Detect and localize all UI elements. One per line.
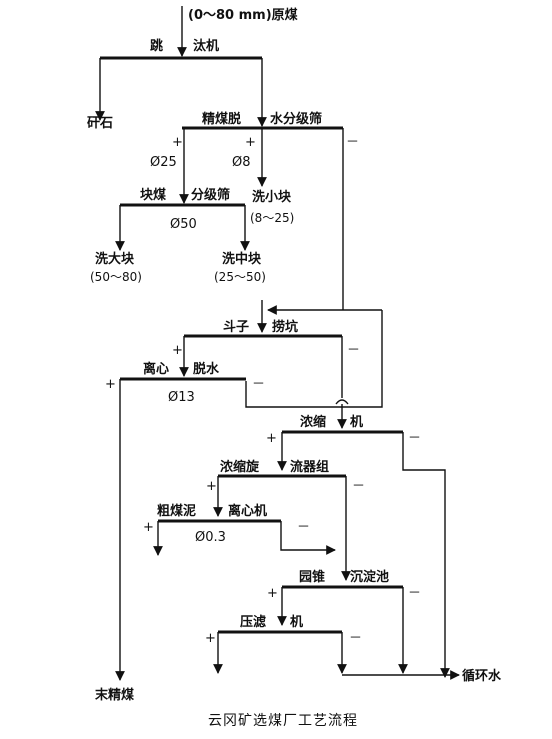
line-crossover [335,399,349,405]
minus-sign: － [297,520,310,535]
circulating-water-label: 循环水 [462,668,502,684]
plus-sign: + [266,431,277,446]
lump-screen-label-left: 块煤 [140,187,166,203]
plus-sign: + [172,135,183,150]
thickener-overflow-line [402,432,450,678]
bucket-pit-label-left: 斗子 [223,320,249,335]
bucket-pit-label-right: 捞坑 [272,319,298,335]
slime-centrifuge-d: Ø0.3 [195,530,226,545]
plus-sign: + [245,135,256,150]
dewater-screen-label-left: 精煤脱 [202,111,241,127]
small-lump-label: 洗小块 [252,189,292,205]
cone-tank-label-left: 园锥 [299,569,325,585]
diagram-caption: 云冈矿选煤厂工艺流程 [208,713,358,729]
minus-sign: － [346,135,359,150]
thickener-label-right: 机 [350,414,363,430]
minus-sign: － [408,431,421,446]
lump-screen-d: Ø50 [170,217,197,232]
large-lump-label: 洗大块 [95,251,135,267]
plus-sign: + [205,631,216,646]
plus-sign: + [172,343,183,358]
plus-sign: + [105,377,116,392]
jig-label-right: 汰机 [193,38,219,54]
lump-screen-label-right: 分级筛 [191,187,230,203]
cone-tank-label-right: 沉淀池 [350,569,389,585]
centrifuge-return-loop [245,310,383,408]
filter-press-label-right: 机 [290,614,303,630]
centrifuge-label-right: 脱水 [193,361,220,377]
jig-label-left: 跳 [150,38,163,54]
minus-sign: － [252,377,265,392]
plus-sign: + [206,479,217,494]
minus-sign: － [408,586,421,601]
medium-lump-label: 洗中块 [222,251,262,267]
slime-effluent-arrow [280,521,336,555]
raw-coal-label: (0～80 mm)原煤 [188,7,298,23]
dewater-screen-label-right: 水分级筛 [270,111,322,127]
large-lump-size: (50～80) [90,270,142,284]
slime-centrifuge-label-right: 离心机 [228,503,267,519]
cyclone-label-right: 流器组 [290,459,329,475]
dewater-screen-d-left: Ø25 [150,155,177,170]
dewater-screen-d-right: Ø8 [232,155,251,170]
minus-sign: － [349,631,362,646]
medium-lump-size: (25～50) [214,270,266,284]
slime-centrifuge-label-left: 粗煤泥 [157,503,196,519]
centrifuge-d: Ø13 [168,390,195,405]
cyclone-label-left: 浓缩旋 [220,459,260,475]
filter-press-label-left: 压滤 [240,614,266,630]
gangue-label: 矸石 [87,116,113,131]
plus-sign: + [143,520,154,535]
thickener-label-left: 浓缩 [300,414,326,430]
minus-sign: － [347,343,360,358]
minus-sign: － [352,479,365,494]
small-lump-size: (8～25) [250,211,294,225]
fine-coal-label: 末精煤 [94,687,134,703]
plus-sign: + [267,586,278,601]
centrifuge-label-left: 离心 [143,361,169,377]
